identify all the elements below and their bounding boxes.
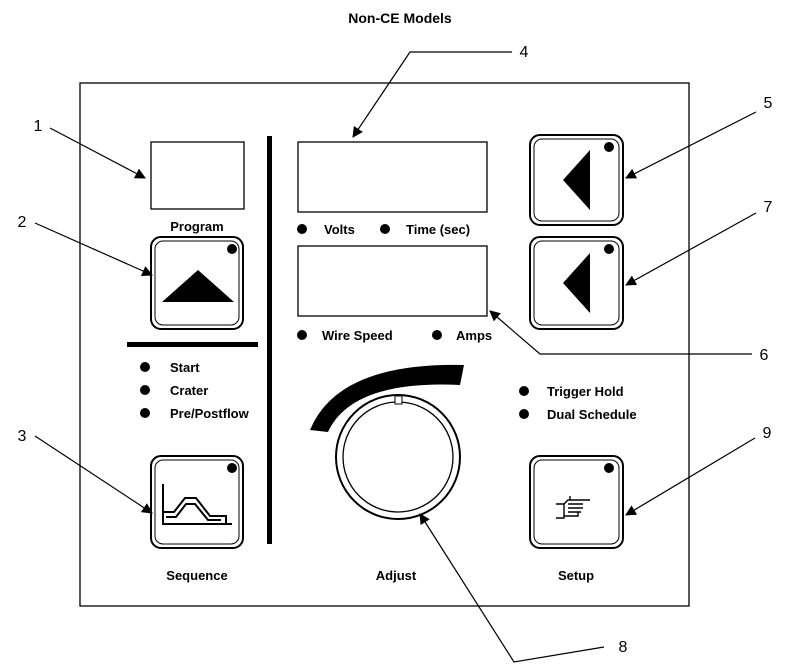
knob-pointer xyxy=(394,395,403,405)
adjust-arc xyxy=(310,364,464,432)
prepostflow-led xyxy=(140,408,150,418)
led-indicator xyxy=(227,463,237,473)
start-led xyxy=(140,362,150,372)
setup-label: Setup xyxy=(558,568,594,583)
callout-line-9 xyxy=(625,437,756,516)
volts-label: Volts xyxy=(324,222,355,237)
wire-speed-label: Wire Speed xyxy=(322,328,393,343)
trigger-hold-label: Trigger Hold xyxy=(547,384,624,399)
trigger-hold-led xyxy=(519,386,529,396)
callout-number-3: 3 xyxy=(18,428,27,445)
callout-number-9: 9 xyxy=(763,425,772,442)
callout-number-8: 8 xyxy=(619,639,628,656)
prepostflow-label: Pre/Postflow xyxy=(170,406,250,421)
program-label: Program xyxy=(170,219,223,234)
horizontal-divider xyxy=(127,342,258,347)
up-triangle-icon xyxy=(162,270,234,302)
callout-line-8 xyxy=(419,513,605,663)
left-triangle-icon xyxy=(563,253,590,313)
adjust-label: Adjust xyxy=(376,568,417,583)
callout-number-7: 7 xyxy=(764,199,773,216)
time-label: Time (sec) xyxy=(406,222,470,237)
callout-line-5 xyxy=(625,111,757,179)
lower-select-button[interactable] xyxy=(529,236,624,330)
pointing-hand-icon xyxy=(556,496,590,519)
program-button[interactable] xyxy=(150,236,244,330)
callout-line-7 xyxy=(625,212,757,286)
callout-line-1 xyxy=(49,127,146,179)
callout-line-4 xyxy=(352,51,512,138)
callout-number-5: 5 xyxy=(764,95,773,112)
vertical-divider xyxy=(267,136,272,544)
wire-speed-led xyxy=(297,330,307,340)
led-indicator xyxy=(604,244,614,254)
dual-schedule-led xyxy=(519,409,529,419)
start-label: Start xyxy=(170,360,200,375)
callout-number-6: 6 xyxy=(760,347,769,364)
volts-led xyxy=(297,224,307,234)
amps-label: Amps xyxy=(456,328,492,343)
panel-frame xyxy=(79,82,690,607)
program-display xyxy=(150,141,245,210)
upper-select-button[interactable] xyxy=(529,134,624,226)
crater-led xyxy=(140,385,150,395)
sequence-label: Sequence xyxy=(166,568,227,583)
callout-number-2: 2 xyxy=(18,214,27,231)
led-indicator xyxy=(604,463,614,473)
callout-line-3 xyxy=(34,435,153,514)
setup-button[interactable] xyxy=(529,455,624,549)
upper-display xyxy=(297,141,488,213)
sequence-button[interactable] xyxy=(150,455,244,549)
amps-led xyxy=(432,330,442,340)
diagram-title: Non-CE Models xyxy=(348,10,452,26)
led-indicator xyxy=(604,142,614,152)
adjust-knob[interactable] xyxy=(335,394,461,520)
callout-number-1: 1 xyxy=(34,118,43,135)
callout-number-4: 4 xyxy=(520,44,529,61)
lower-display xyxy=(297,245,488,317)
crater-label: Crater xyxy=(170,383,208,398)
callout-line-6 xyxy=(489,310,752,355)
dual-schedule-label: Dual Schedule xyxy=(547,407,637,422)
left-triangle-icon xyxy=(563,150,590,210)
callout-line-2 xyxy=(34,222,153,276)
led-indicator xyxy=(227,244,237,254)
sequence-graph-icon xyxy=(162,484,232,525)
time-led xyxy=(380,224,390,234)
